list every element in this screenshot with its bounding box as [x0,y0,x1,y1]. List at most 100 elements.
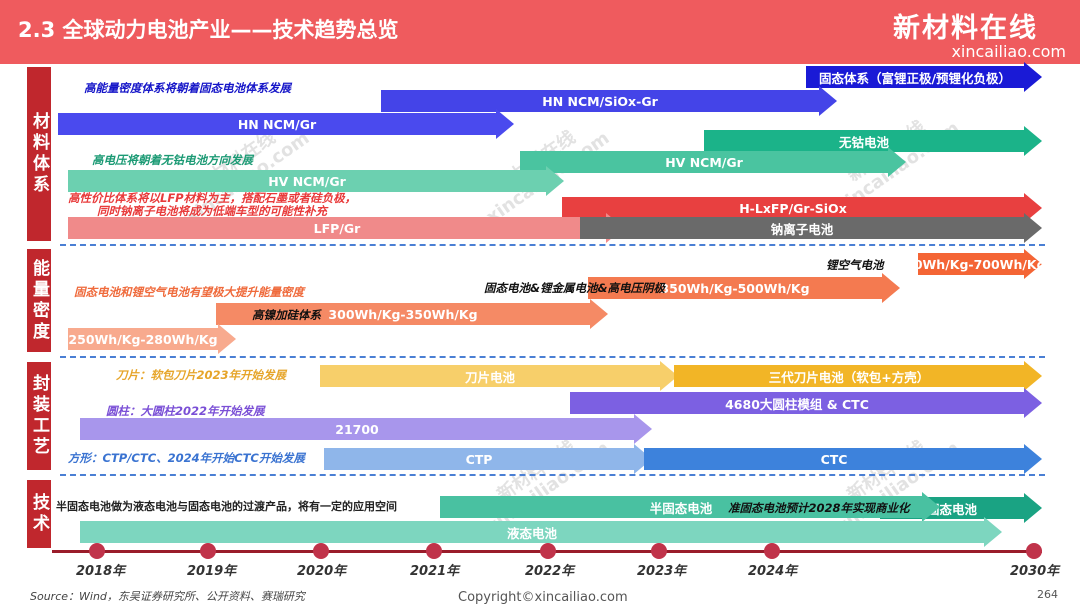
logo-url: xincailiao.com [951,42,1066,61]
arrow-shaft [68,217,606,239]
arrow-head [1024,126,1042,156]
year-label: 2030年 [1010,564,1060,579]
arrow-head [590,299,608,329]
arrow-shaft [440,496,922,518]
arrow-shaft [68,170,546,192]
arrow-hv-ncm-gr: HV NCM/Gr [68,166,564,196]
arrow-label: HV NCM/Gr [665,154,743,170]
label-solid-li-metal: 固态电池&锂金属电池&高电压阴极 [484,281,666,295]
category-materials: 材料体系 [27,67,51,241]
arrow-shaft [570,392,1024,414]
timeline-dot [313,543,329,559]
arrow-third-gen-blade: 三代刀片电池（软包+方壳） [674,361,1042,391]
year-label: 2020年 [297,564,347,579]
arrow-shaft [381,90,819,112]
timeline-dot [89,543,105,559]
arrow-hn-ncm-gr: HN NCM/Gr [58,109,514,139]
year-label: 2022年 [525,564,575,579]
header-bar: 2.3 全球动力电池产业——技术趋势总览 新材料在线 xincailiao.co… [0,0,1080,64]
category-label: 技术 [29,493,49,535]
arrow-shaft [80,521,984,543]
arrow-shaft [216,303,590,325]
label-li-air: 锂空气电池 [826,258,884,272]
arrow-lfp-gr: LFP/Gr [68,213,624,243]
year-label: 2024年 [748,564,798,579]
arrow-label: H-LxFP/Gr-SiOx [739,200,847,216]
arrow-label: 21700 [335,421,379,437]
arrow-semi-solid: 半固态电池 [440,492,940,522]
note-semi-solid: 半固态电池做为液态电池与固态电池的过渡产品，将有一定的应用空间 [56,500,397,513]
arrow-label: 4680大圆柱模组 & CTC [725,396,869,412]
note-blade: 刀片：软包刀片2023年开始发展 [116,368,287,382]
arrow-ctc: CTC [644,444,1042,474]
arrow-head [1024,62,1042,92]
arrow-label: CTP [465,451,493,467]
note-high-voltage: 高电压将朝着无钴电池方向发展 [92,153,253,167]
logo-text: 新材料在线 [893,13,1038,44]
arrow-blade: 刀片电池 [320,361,678,391]
arrow-label: 三代刀片电池（软包+方壳） [768,369,930,385]
arrow-head [922,492,940,522]
section-divider [60,244,1045,246]
arrow-head [888,147,906,177]
arrow-head [546,166,564,196]
arrow-shaft [58,113,496,135]
copyright: Copyright©xincailiao.com [458,590,628,605]
arrow-label: LFP/Gr [313,220,361,236]
arrow-700wh: 300Wh/Kg-700Wh/Kg [896,249,1046,279]
arrow-label: CTC [820,451,848,467]
page-title: 2.3 全球动力电池产业——技术趋势总览 [18,18,399,42]
arrow-head [496,109,514,139]
arrow-hv-ncm-gr-2: HV NCM/Gr [520,147,906,177]
arrow-shaft [80,418,634,440]
arrow-head [882,273,900,303]
arrow-solid-state-system: 固态体系（富锂正极/预锂化负极） [806,62,1042,92]
section-divider [60,474,1045,476]
arrow-shaft [520,151,888,173]
arrow-head [660,361,678,391]
arrow-shaft [324,448,634,470]
note-prismatic: 方形：CTP/CTC、2024年开始CTC开始发展 [68,451,305,465]
note-energy-density: 固态电池和锂空气电池有望极大提升能量密度 [74,285,304,299]
label-high-ni-si: 高镍加硅体系 [252,308,321,322]
arrow-label: 300Wh/Kg-350Wh/Kg [328,306,478,322]
arrow-shaft [704,130,1024,152]
arrow-label: 半固态电池 [649,500,713,516]
arrow-label: 液态电池 [506,525,557,541]
year-label: 2021年 [410,564,460,579]
arrow-label: 300Wh/Kg-700Wh/Kg [896,256,1046,272]
arrow-head [1024,249,1042,279]
timeline-dot [540,543,556,559]
arrow-label: 350Wh/Kg-500Wh/Kg [660,280,810,296]
timeline-dot [426,543,442,559]
arrow-shaft [580,217,1024,239]
year-label: 2018年 [76,564,126,579]
arrow-head [984,517,1002,547]
arrow-cobalt-free: 无钴电池 [704,126,1042,156]
year-label: 2023年 [637,564,687,579]
section-divider [60,356,1045,358]
arrow-shaft [68,328,218,350]
arrow-shaft [588,277,882,299]
arrow-h-lxfp: H-LxFP/Gr-SiOx [562,193,1042,223]
arrow-shaft [806,66,1024,88]
timeline-dot [1026,543,1042,559]
note-cost-effective-1: 高性价比体系将以LFP材料为主，搭配石墨或者硅负极， [68,191,357,205]
arrow-label: 250Wh/Kg-280Wh/Kg [68,331,218,347]
arrow-head [1024,388,1042,418]
arrow-sodium-ion: 钠离子电池 [580,213,1042,243]
arrow-head [1024,444,1042,474]
note-cost-effective-2: 同时钠离子电池将成为低端车型的可能性补充 [97,204,327,218]
category-packaging: 封装工艺 [27,362,51,470]
timeline-dot [764,543,780,559]
arrow-label: HN NCM/Gr [237,116,317,132]
arrow-head [1024,213,1042,243]
arrow-500wh: 350Wh/Kg-500Wh/Kg [588,273,900,303]
timeline-dot [651,543,667,559]
arrow-label: HN NCM/SiOx-Gr [542,93,658,109]
label-quasi-solid: 准固态电池预计2028年实现商业化 [728,501,910,515]
arrow-21700: 21700 [80,414,652,444]
arrow-head [218,324,236,354]
category-label: 封装工艺 [29,374,49,458]
arrow-label: 钠离子电池 [770,221,834,237]
